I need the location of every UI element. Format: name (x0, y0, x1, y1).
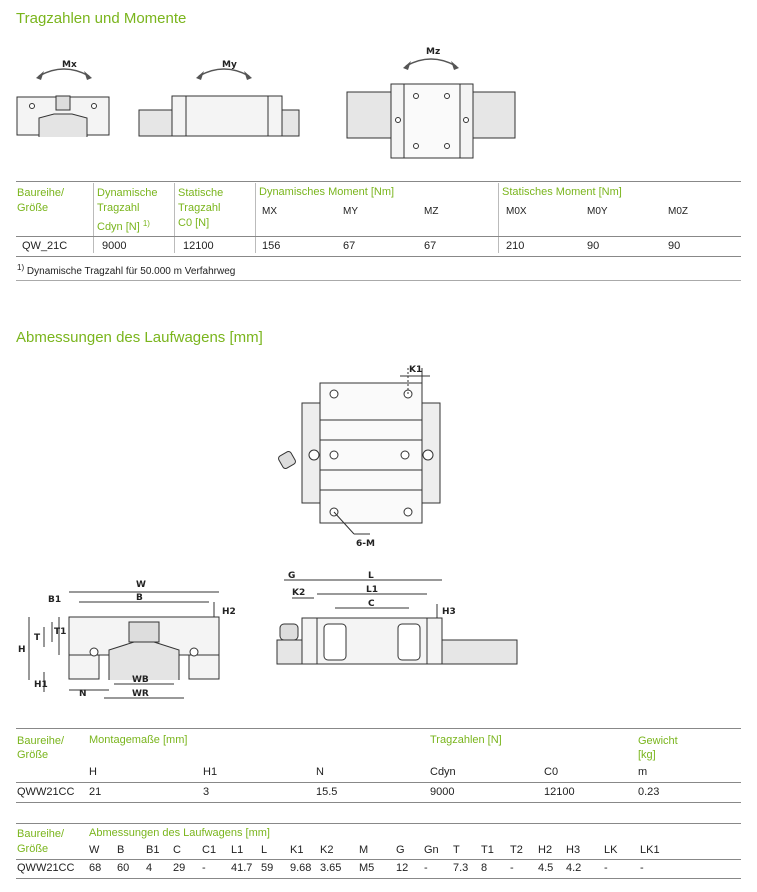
table1-sub-m0x: M0X (506, 206, 527, 217)
label-b1: B1 (48, 595, 61, 605)
table-cell: 90 (587, 240, 600, 252)
label-n: N (79, 689, 87, 699)
table1-sub-my: MY (343, 206, 358, 217)
table-cell: QW_21C (22, 240, 68, 252)
label-wr: WR (132, 689, 149, 699)
label-mz: Mz (426, 47, 440, 57)
table3-bottom-rule (16, 878, 741, 879)
table3-header-dim: Abmessungen des Laufwagens [mm] (89, 827, 270, 839)
section-title-dimensions: Abmessungen des Laufwagens [mm] (16, 329, 263, 346)
front-view-drawing: W B B1 H2 H T T1 H1 N WB WR (18, 580, 236, 699)
rotation-arrow (38, 68, 90, 77)
table-cell: 3 (203, 786, 210, 798)
table-cell: 210 (506, 240, 525, 252)
table3-header-series: Baureihe/Größe (17, 828, 65, 855)
table1-sub-mz: MZ (424, 206, 439, 217)
table1-header-rule (16, 236, 741, 237)
table-cell: 156 (262, 240, 281, 252)
moment-diagrams: Mx My Mz (16, 47, 516, 159)
label-h1: H1 (34, 680, 48, 690)
table-cell: 0.23 (638, 786, 660, 798)
table1-top-rule (16, 181, 741, 182)
table-cell: 12100 (183, 240, 214, 252)
label-h3: H3 (442, 607, 456, 617)
table-cell: 9000 (102, 240, 127, 252)
table1-row-rule (16, 256, 741, 257)
label-h2: H2 (222, 607, 236, 617)
label-k2: K2 (292, 588, 305, 598)
table3-top-rule (16, 823, 741, 824)
table2-header-load: Tragzahlen [N] (430, 734, 502, 746)
label-w: W (136, 580, 146, 590)
table1-header-stat-moment: Statisches Moment [Nm] (502, 186, 622, 198)
table-cell: 90 (668, 240, 681, 252)
label-l: L (368, 571, 374, 581)
label-b: B (136, 593, 143, 603)
label-c: C (368, 599, 375, 609)
table1-sub-m0y: M0Y (587, 206, 608, 217)
table2-header-weight: Gewicht[kg] (638, 735, 678, 761)
label-my: My (222, 60, 237, 70)
table-cell: 9000 (430, 786, 455, 798)
table-cell: 21 (89, 786, 102, 798)
side-view-drawing: G L K2 L1 C H3 (276, 571, 518, 665)
label-g: G (288, 571, 295, 581)
table2-bottom-rule (16, 802, 741, 803)
front-view-carriage (16, 95, 110, 137)
label-wb: WB (132, 675, 149, 685)
label-l1: L1 (366, 585, 378, 595)
table2-header-mount: Montagemaße [mm] (89, 734, 188, 746)
table-cell: 67 (343, 240, 356, 252)
table1-header-dyn-moment: Dynamisches Moment [Nm] (259, 186, 395, 198)
table-cell: 67 (424, 240, 437, 252)
side-view-carriage (138, 95, 300, 137)
label-h: H (18, 645, 26, 655)
table1-footnote: 1) Dynamische Tragzahl für 50.000 m Verf… (17, 263, 236, 277)
top-view-drawing: K1 6-M (278, 365, 441, 549)
table1-header-series: Baureihe/Größe (17, 187, 65, 214)
top-view-carriage (346, 83, 516, 159)
section-title-load-ratings: Tragzahlen und Momente (16, 10, 187, 27)
table-cell: 15.5 (316, 786, 338, 798)
table1-sub-mx: MX (262, 206, 277, 217)
table3-header-rule (16, 859, 741, 860)
table1-sub-m0z: M0Z (668, 206, 688, 217)
label-t: T (34, 633, 41, 643)
label-6m: 6-M (356, 539, 375, 549)
label-k1: K1 (409, 365, 422, 375)
table1-bottom-rule (16, 280, 741, 281)
table-cell: QWW21CC (17, 786, 75, 798)
table2-header-rule (16, 782, 741, 783)
table2-top-rule (16, 728, 741, 729)
table2-header-series: Baureihe/Größe (17, 735, 65, 761)
label-t1: T1 (54, 627, 66, 637)
table-cell: 12100 (544, 786, 575, 798)
label-mx: Mx (62, 60, 77, 70)
